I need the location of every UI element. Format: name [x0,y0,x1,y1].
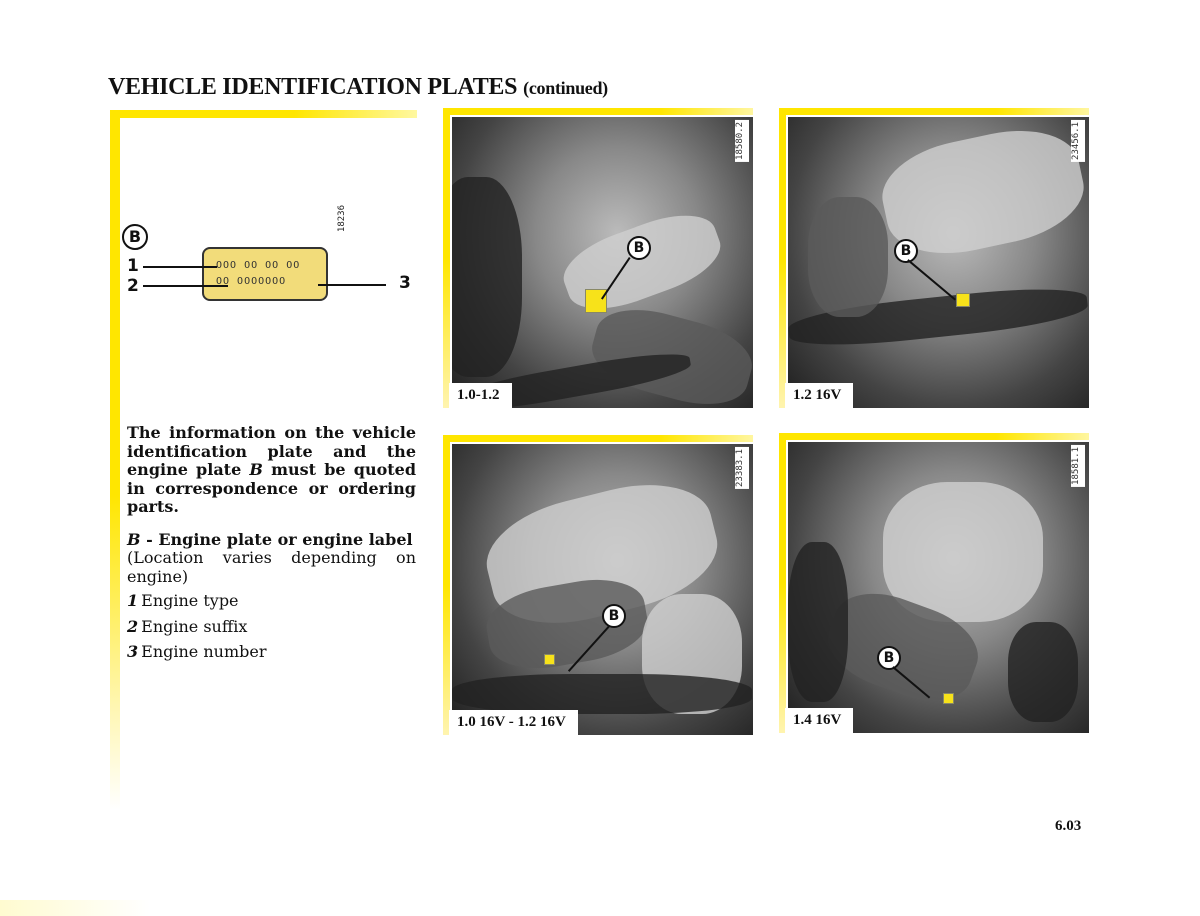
engine-photo-image: B [788,117,1089,408]
legend-b-dash: - [140,529,159,549]
engine-plate-highlight [585,289,607,313]
engine-photo-2: B 23456.1 1.2 16V [779,108,1089,408]
legend-b-label: Engine plate or engine label [158,529,413,549]
plate-line-1: OOO OO OO OO [216,260,301,271]
callout-1: 1 [127,256,139,276]
engine-photo-image: B [452,444,753,735]
marker-b: B [627,236,651,260]
intro-text-1: The information on the vehicle identific… [127,423,416,479]
engine-photo-image: B [788,442,1089,733]
photo-code: 18580.2 [735,120,749,162]
legend-item-num: 1 [127,591,139,610]
diagram-code: 18236 [337,205,347,233]
engine-plate-highlight [956,293,970,307]
photo-caption: 1.0-1.2 [449,383,512,408]
page-title: VEHICLE IDENTIFICATION PLATES(continued) [108,74,608,101]
photo-code: 18581.1 [1071,445,1085,487]
legend-item-num: 2 [127,616,139,636]
marker-b: B [894,239,918,263]
legend-item-num: 3 [127,642,139,661]
accent-bar-left [110,110,120,810]
photo-caption: 1.0 16V - 1.2 16V [449,710,578,735]
accent-bar-top [110,110,417,118]
marker-b: B [602,604,626,628]
callout-3: 3 [399,273,411,293]
diagram-marker-b: B [122,224,148,250]
engine-photo-1: B 18580.2 1.0-1.2 [443,108,753,408]
page-title-suffix: (continued) [523,78,608,98]
engine-plate-illustration: OOO OO OO OO OO OOOOOOO [202,247,328,301]
callout-2: 2 [127,276,139,296]
legend-b: B - Engine plate or engine label(Locatio… [127,529,416,587]
engine-plate-highlight [943,693,954,704]
photo-code: 23383.1 [735,447,749,489]
photo-caption: 1.2 16V [785,383,854,408]
leader-line-1 [143,266,217,268]
intro-b-ref: B [249,460,263,479]
page-title-main: VEHICLE IDENTIFICATION PLATES [108,74,518,100]
legend-b-note: (Location varies depending on engine) [127,548,416,586]
photo-code: 23456.1 [1071,120,1085,162]
leader-line-2 [143,285,228,287]
engine-photo-image: B [452,117,753,408]
engine-photo-3: B 23383.1 1.0 16V - 1.2 16V [443,435,753,735]
body-text: The information on the vehicle identific… [127,423,417,669]
engine-photo-4: B 18581.1 1.4 16V [779,433,1089,733]
leader-line-3 [318,284,386,286]
engine-plate-highlight [544,654,555,665]
plate-line-2: OO OOOOOOO [216,276,287,287]
intro-paragraph: The information on the vehicle identific… [127,423,417,517]
accent-bar-bottom [0,900,150,916]
legend-item-label: Engine number [141,642,267,661]
marker-b: B [877,646,901,670]
intro-text-2: must be quoted in correspondence or orde… [127,460,417,516]
legend-item-label: Engine suffix [141,616,248,636]
legend-item-label: Engine type [141,591,239,610]
legend-b-letter: B [127,529,141,549]
page-number: 6.03 [1055,818,1082,834]
photo-caption: 1.4 16V [785,708,854,733]
